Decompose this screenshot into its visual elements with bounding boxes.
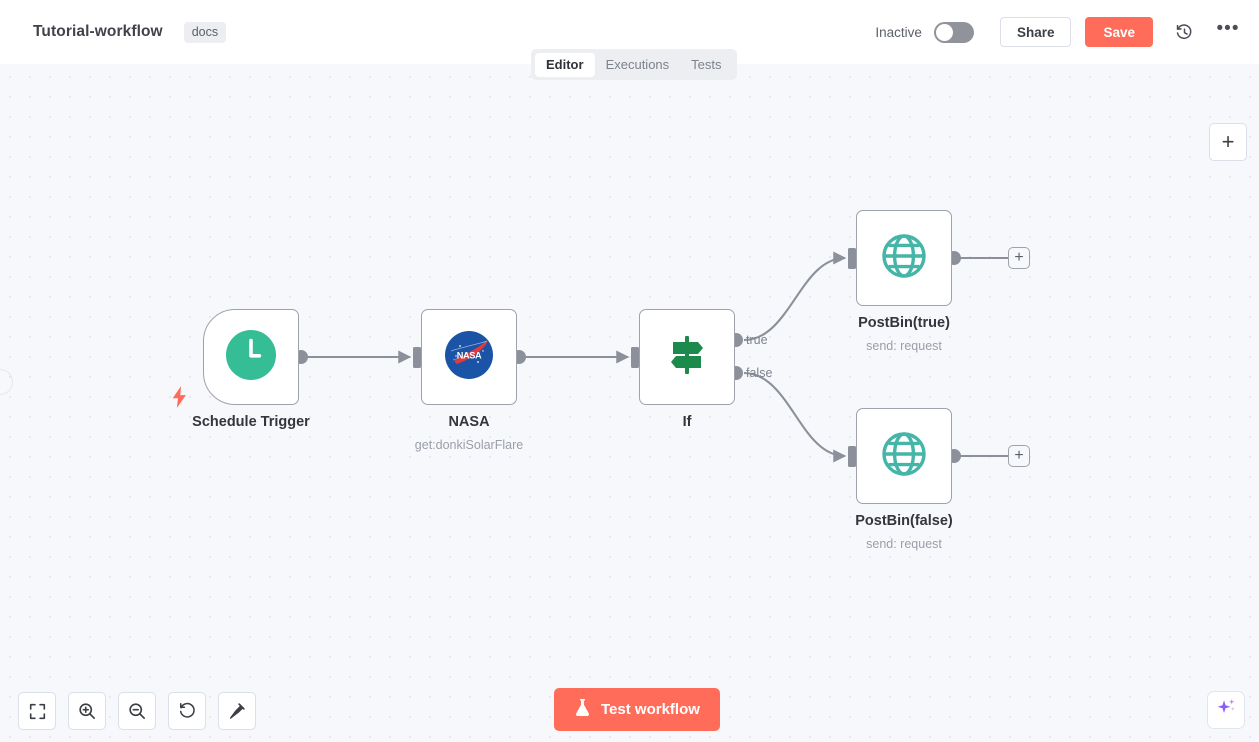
node-label-if: If bbox=[682, 414, 692, 430]
ai-sparkle-icon bbox=[1216, 697, 1237, 723]
activation-toggle[interactable] bbox=[933, 21, 974, 43]
tab-tests[interactable]: Tests bbox=[691, 56, 722, 72]
tidy-up-icon[interactable] bbox=[218, 692, 256, 730]
zoom-to-fit-icon[interactable] bbox=[18, 692, 56, 730]
node-subtitle-nasa: get:donkiSolarFlare bbox=[414, 438, 524, 452]
node-schedule-trigger[interactable] bbox=[203, 309, 299, 405]
node-subtitle-postbin-false: send: request bbox=[866, 537, 942, 551]
canvas-toolbar bbox=[18, 692, 256, 730]
node-if[interactable] bbox=[639, 309, 735, 405]
docs-tag[interactable]: docs bbox=[183, 21, 227, 43]
test-workflow-label: Test workflow bbox=[601, 701, 700, 718]
add-node-endpoint-true[interactable]: + bbox=[1008, 247, 1030, 269]
output-label-false: false bbox=[746, 366, 773, 380]
node-nasa[interactable]: NASA bbox=[421, 309, 517, 405]
tab-executions[interactable]: Executions bbox=[605, 56, 670, 72]
workflow-tabs: Editor Executions Tests bbox=[531, 49, 737, 80]
node-postbin-false[interactable] bbox=[856, 408, 952, 504]
header-actions: Inactive Share Save ••• bbox=[875, 17, 1241, 47]
zoom-in-icon[interactable] bbox=[68, 692, 106, 730]
activation-status-label: Inactive bbox=[875, 24, 922, 40]
add-node-button[interactable]: + bbox=[1209, 123, 1247, 161]
node-label-postbin-true: PostBin(true) bbox=[858, 315, 950, 331]
save-button[interactable]: Save bbox=[1085, 17, 1153, 47]
toggle-knob bbox=[935, 23, 953, 41]
workflow-title[interactable]: Tutorial-workflow bbox=[33, 23, 163, 40]
clock-icon bbox=[226, 329, 276, 385]
history-icon[interactable] bbox=[1171, 19, 1197, 45]
add-node-endpoint-false[interactable]: + bbox=[1008, 445, 1030, 467]
workflow-canvas[interactable]: Schedule Trigger NASA NASA get:donkiSola… bbox=[0, 44, 1259, 742]
flask-icon bbox=[574, 698, 591, 721]
app-header: Tutorial-workflow docs Inactive Share Sa… bbox=[0, 0, 1259, 64]
node-subtitle-postbin-true: send: request bbox=[866, 339, 942, 353]
node-postbin-true[interactable] bbox=[856, 210, 952, 306]
trigger-bolt-icon bbox=[171, 386, 188, 413]
more-options-icon[interactable]: ••• bbox=[1216, 17, 1240, 39]
ai-assistant-button[interactable] bbox=[1207, 691, 1245, 729]
reset-zoom-icon[interactable] bbox=[168, 692, 206, 730]
share-button[interactable]: Share bbox=[999, 17, 1072, 47]
output-label-true: true bbox=[746, 333, 768, 347]
svg-text:NASA: NASA bbox=[457, 350, 482, 360]
globe-icon bbox=[880, 430, 928, 483]
signpost-icon bbox=[664, 332, 710, 383]
node-label-postbin-false: PostBin(false) bbox=[855, 513, 953, 529]
nasa-logo-icon: NASA bbox=[445, 330, 493, 384]
tab-editor[interactable]: Editor bbox=[535, 52, 595, 77]
node-label-schedule-trigger: Schedule Trigger bbox=[192, 414, 310, 430]
zoom-out-icon[interactable] bbox=[118, 692, 156, 730]
connection-wires bbox=[294, 248, 1008, 467]
test-workflow-button[interactable]: Test workflow bbox=[554, 688, 720, 731]
globe-icon bbox=[880, 232, 928, 285]
node-label-nasa: NASA bbox=[448, 414, 490, 430]
